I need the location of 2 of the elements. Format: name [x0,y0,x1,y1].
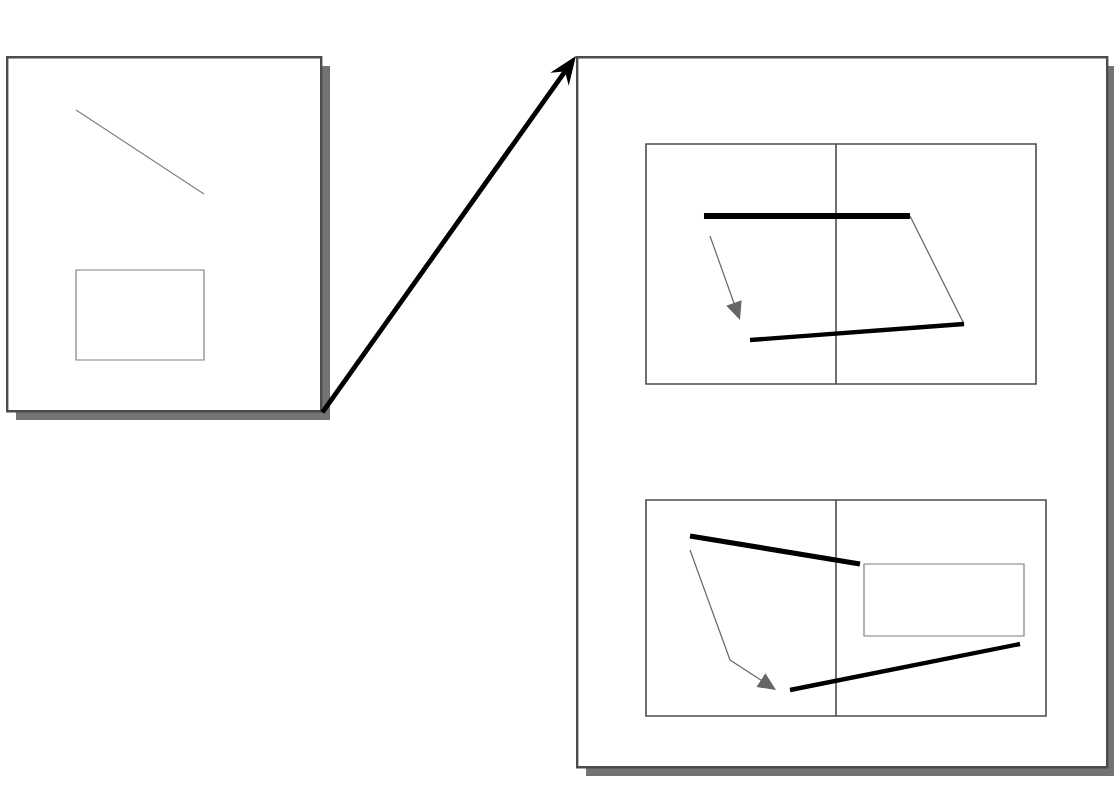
page-box [6,56,330,420]
page-box [576,56,1114,776]
